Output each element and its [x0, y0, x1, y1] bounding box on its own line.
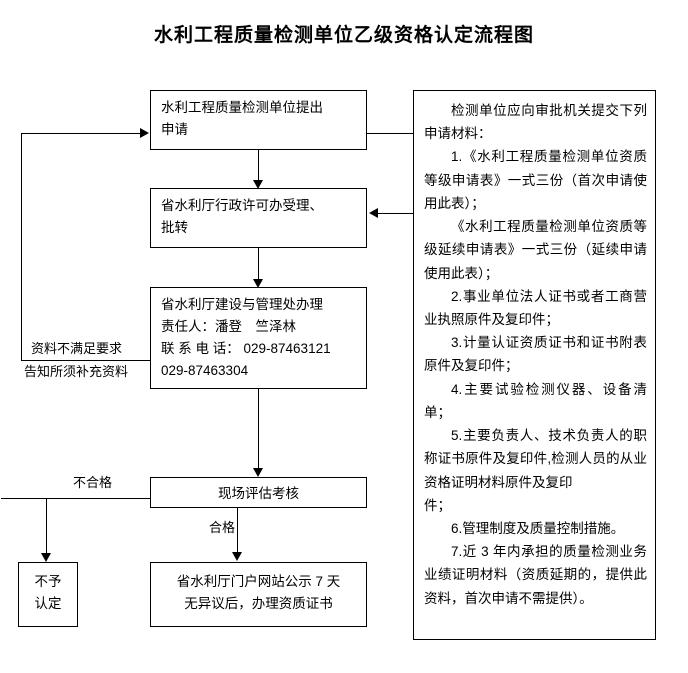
node-publicize-line-1: 省水利厅门户网站公示 7 天 [176, 574, 341, 589]
node-reject[interactable]: 不予 认定 [18, 562, 78, 627]
connector-panel-to-accept [378, 213, 413, 214]
edge-label-pass: 合格 [209, 520, 236, 535]
connector-feedback-top [21, 133, 141, 134]
materials-paragraph: 《水利工程质量检测单位资质等级延续申请表》一式三份（延续申请使用此表）； [424, 219, 647, 281]
edge-label-return-line1: 资料不满足要求 [31, 341, 123, 356]
arrowhead-apply-to-accept [253, 180, 263, 189]
materials-paragraph: 5.主要负责人、技术负责人的职称证书原件及复印件,检测人员的从业资格证明材料原件… [424, 428, 647, 490]
node-handle-line-2: 责任人：潘登 竺泽林 [161, 318, 296, 334]
connector-feedback-left [21, 133, 22, 361]
node-publicize[interactable]: 省水利厅门户网站公示 7 天 无异议后，办理资质证书 [150, 562, 367, 627]
arrowhead-feedback-to-apply [140, 128, 149, 138]
connector-feedback-bottom [21, 360, 151, 361]
node-accept[interactable]: 省水利厅行政许可办受理、 批转 [150, 188, 367, 248]
node-reject-line-1: 不予 [34, 574, 62, 589]
connector-accept-to-handle [258, 248, 259, 284]
connector-fail-vertical [46, 498, 47, 558]
node-handle-line-3: 联 系 电 话： 029-87463121 [161, 340, 331, 356]
materials-paragraph: 件； [424, 497, 451, 513]
materials-paragraph: 7.近 3 年内承担的质量检测业务业绩证明材料（资质延期的，提供此资料，首次申请… [424, 544, 647, 606]
node-assess-line-1: 现场评估考核 [218, 486, 299, 501]
materials-paragraph: 3.计量认证资质证书和证书附表原件及复印件； [424, 335, 647, 374]
node-apply-line-2: 申请 [161, 121, 188, 137]
arrowhead-fail-to-reject [41, 553, 51, 562]
page-title: 水利工程质量检测单位乙级资格认定流程图 [153, 25, 534, 46]
connector-apply-to-accept [258, 150, 259, 182]
node-apply[interactable]: 水利工程质量检测单位提出 申请 [150, 90, 367, 150]
edge-label-return-line2: 告知所须补充资料 [24, 364, 129, 379]
node-apply-line-1: 水利工程质量检测单位提出 [161, 100, 323, 115]
edge-label-fail: 不合格 [73, 475, 113, 490]
materials-paragraph: 6.管理制度及质量控制措施。 [451, 520, 625, 536]
node-publicize-line-2: 无异议后，办理资质证书 [184, 595, 333, 611]
connector-pass-to-publicize [237, 508, 238, 558]
materials-paragraph: 2.事业单位法人证书或者工商营业执照原件及复印件； [424, 288, 647, 327]
node-accept-line-1: 省水利厅行政许可办受理、 [161, 198, 323, 213]
materials-paragraph: 4.主要试验检测仪器、设备清单； [424, 381, 647, 420]
node-assess[interactable]: 现场评估考核 [150, 477, 367, 508]
node-accept-line-2: 批转 [161, 219, 188, 235]
materials-paragraph: 1.《水利工程质量检测单位资质等级申请表》一式三份（首次申请使用此表）； [424, 149, 647, 211]
node-handle-line-1: 省水利厅建设与管理处办理 [161, 297, 323, 312]
arrowhead-panel-to-accept [369, 208, 378, 218]
connector-apply-to-panel [367, 133, 413, 134]
node-handle[interactable]: 省水利厅建设与管理处办理 责任人：潘登 竺泽林 联 系 电 话： 029-874… [150, 287, 367, 389]
materials-panel[interactable]: 检测单位应向审批机关提交下列申请材料： 1.《水利工程质量检测单位资质等级申请表… [413, 90, 656, 640]
arrowhead-handle-to-assess [253, 468, 263, 477]
node-handle-line-4: 029-87463304 [161, 362, 249, 378]
connector-fail-horizontal [1, 498, 151, 499]
materials-paragraph: 检测单位应向审批机关提交下列申请材料： [424, 103, 647, 142]
arrowhead-pass-to-publicize [232, 552, 242, 561]
arrowhead-accept-to-handle [253, 279, 263, 288]
node-reject-line-2: 认定 [34, 595, 62, 611]
connector-handle-to-assess [258, 389, 259, 474]
